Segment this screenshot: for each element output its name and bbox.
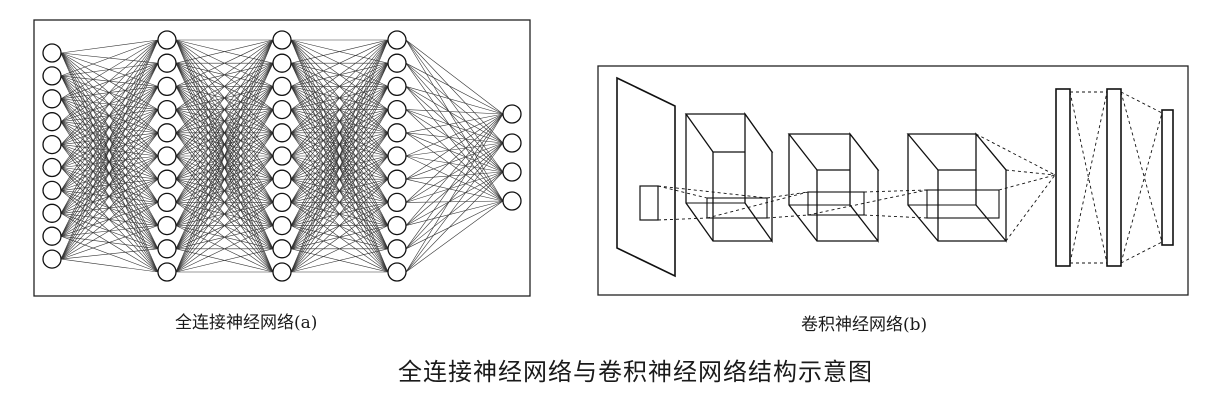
neuron [387,215,407,236]
conv-block-2 [787,132,880,243]
neuron [157,169,177,189]
neuron [157,76,177,97]
fc-layer-1 [42,43,62,269]
neuron [387,169,407,189]
neuron [502,191,522,211]
neuron [157,30,177,50]
neuron [157,215,177,236]
fc-layer-4 [387,30,407,282]
neuron [42,249,62,269]
neuron [272,262,292,282]
neuron [157,192,177,213]
neuron [42,89,62,109]
neuron [272,215,292,236]
neuron [157,146,177,166]
neuron [387,192,407,213]
neuron [387,53,407,73]
neuron [42,203,62,223]
convolutional-network [616,76,1174,278]
fc-connections [60,39,504,273]
panel-b-frame [597,65,1189,296]
neuron [502,162,522,182]
neuron [387,123,407,143]
neuron [502,104,522,124]
neuron [272,239,292,259]
neuron [42,112,62,132]
neuron [42,157,62,178]
neuron [272,30,292,50]
neuron [157,123,177,143]
conv-block-3-window [926,189,1000,219]
neuron [157,53,177,73]
conv-block-1 [684,111,774,244]
neuron [272,76,292,97]
neuron [272,123,292,143]
conv-block-2-window [807,191,865,216]
neuron [387,239,407,259]
fc-layer-3 [272,30,292,282]
neuron [387,99,407,120]
fc-layer-2 [157,30,177,282]
neuron [42,43,62,63]
dense-column-2 [1106,88,1122,267]
panel-b-caption: 卷积神经网络(b) [801,315,928,335]
neuron [157,99,177,120]
dense-layers [1055,88,1174,267]
fully-connected-network [42,30,522,282]
dense-column-1 [1055,88,1071,267]
neuron [42,134,62,155]
neuron [157,262,177,282]
neuron [272,53,292,73]
neuron [272,99,292,120]
conv-block-1-window [706,197,768,219]
neuron [502,133,522,153]
neuron [387,76,407,97]
neuron [387,30,407,50]
figure-title: 全连接神经网络与卷积神经网络结构示意图 [398,358,873,386]
neuron [42,180,62,201]
neuron [272,192,292,213]
dense-connections [1069,91,1163,264]
dense-column-3 [1161,109,1174,246]
neuron [387,146,407,166]
panel-a-caption: 全连接神经网络(a) [175,313,318,333]
neuron [157,239,177,259]
input-feature-map [616,76,676,278]
fc-layer-5 [502,104,522,211]
neuron [272,169,292,189]
neuron [42,66,62,86]
conv-block-3 [906,132,1008,243]
neuron [387,262,407,282]
input-kernel-window [639,185,659,221]
panel-a-frame [33,19,531,297]
neuron [272,146,292,166]
neuron [42,226,62,246]
conv-connections [657,133,1056,242]
